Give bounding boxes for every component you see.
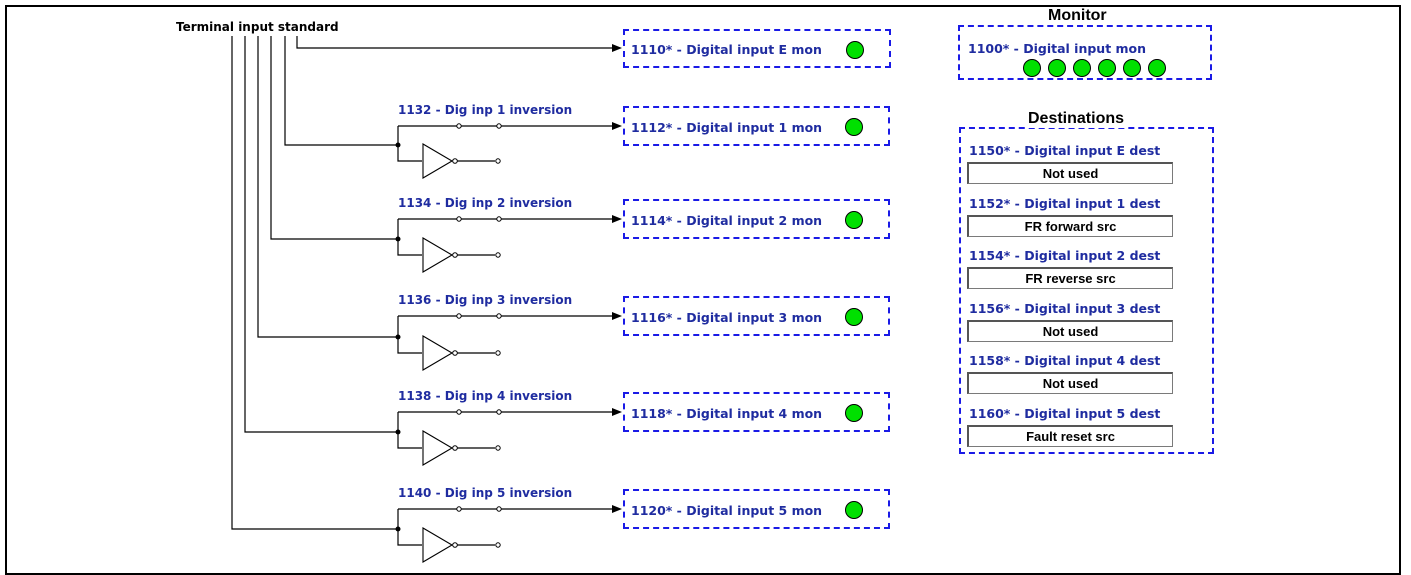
switch-contact-b-3 [496,313,502,319]
not-bubble-5 [452,542,458,548]
switch-contact-b-5 [496,506,502,512]
branch-wire-2 [397,219,422,256]
destinations-heading: Destinations [1025,110,1128,128]
arrow-1 [612,122,622,130]
not-output-contact-5 [495,542,501,548]
switch-contact-b-4 [496,409,502,415]
destination-label: 1152* - Digital input 1 dest [969,195,1161,211]
not-output-contact-4 [495,445,501,451]
destination-label: 1150* - Digital input E dest [969,143,1161,158]
junction-dot-4 [395,429,401,435]
input-2-mon-box[interactable]: 1114* - Digital input 2 mon [623,199,890,239]
not-gate-2 [422,237,454,273]
input-5-mon-box[interactable]: 1120* - Digital input 5 mon [623,489,890,529]
not-bubble-1 [452,158,458,164]
input-1-mon-box[interactable]: 1112* - Digital input 1 mon [623,106,890,146]
arrow-4 [612,408,622,416]
junction-dot-5 [395,526,401,532]
arrow-3 [612,312,622,320]
junction-dot-2 [395,236,401,242]
destination-label: 1154* - Digital input 2 dest [969,248,1161,263]
inversion-label-5: 1140 - Dig inp 5 inversion [398,486,573,500]
junction-dot-1 [395,142,401,148]
monitor-led-5 [1148,59,1166,77]
not-output-contact-3 [495,350,501,356]
inversion-label-2: 1134 - Dig inp 2 inversion [398,196,573,210]
monitor-box-label: 1100* - Digital input mon [968,41,1147,56]
destination-value-field[interactable]: Not used [967,162,1173,184]
destination-value-field[interactable]: Fault reset src [967,424,1173,447]
input-1-mon-label: 1112* - Digital input 1 mon [631,120,823,135]
input-5-mon-label: 1120* - Digital input 5 mon [631,503,823,518]
destination-value-field[interactable]: Not used [967,372,1173,394]
input-e-mon-label: 1110* - Digital input E mon [631,42,822,57]
not-bubble-4 [452,445,458,451]
not-output-contact-1 [495,158,501,164]
not-gate-1 [422,143,454,179]
not-bubble-2 [452,252,458,258]
monitor-heading: Monitor [1045,7,1110,25]
input-e-mon-box[interactable]: 1110* - Digital input E mon [623,29,891,68]
switch-contact-a-1 [456,123,462,129]
input-1-led [845,118,863,136]
monitor-led-1 [1048,59,1066,77]
switch-contact-b-2 [496,216,502,222]
monitor-led-e [1023,59,1041,77]
monitor-led-4 [1123,59,1141,77]
monitor-led-2 [1073,59,1091,77]
not-gate-3 [422,335,454,371]
switch-contact-a-2 [456,216,462,222]
arrow-5 [612,505,622,513]
switch-contact-a-5 [456,506,462,512]
branch-wire-1 [397,126,422,162]
not-gate-5 [422,527,454,563]
monitor-led-3 [1098,59,1116,77]
destination-label: 1158* - Digital input 4 dest [969,353,1161,368]
input-3-led [845,308,863,326]
arrow-2 [612,215,622,223]
input-3-mon-label: 1116* - Digital input 3 mon [631,310,823,325]
input-2-led [845,211,863,229]
destination-value-field[interactable]: Not used [967,319,1173,342]
destination-value-field[interactable]: FR forward src [967,214,1173,237]
destination-label: 1160* - Digital input 5 dest [969,405,1161,421]
junction-dot-3 [395,334,401,340]
source-label: Terminal input standard [176,20,339,34]
destination-label: 1156* - Digital input 3 dest [969,300,1161,316]
branch-wire-4 [397,412,422,449]
destination-value-field[interactable]: FR reverse src [967,267,1173,289]
not-gate-4 [422,430,454,466]
inversion-label-1: 1132 - Dig inp 1 inversion [398,103,573,117]
not-output-contact-2 [495,252,501,258]
switch-contact-a-3 [456,313,462,319]
switch-contact-a-4 [456,409,462,415]
monitor-box[interactable]: 1100* - Digital input mon [958,25,1212,80]
inversion-label-4: 1138 - Dig inp 4 inversion [398,389,573,403]
input-2-mon-label: 1114* - Digital input 2 mon [631,213,823,228]
input-5-led [845,501,863,519]
not-bubble-3 [452,350,458,356]
arrow-e [612,44,622,52]
inversion-label-3: 1136 - Dig inp 3 inversion [398,293,573,307]
input-4-mon-box[interactable]: 1118* - Digital input 4 mon [623,392,890,432]
input-4-mon-label: 1118* - Digital input 4 mon [631,406,823,421]
switch-contact-b-1 [496,123,502,129]
input-3-mon-box[interactable]: 1116* - Digital input 3 mon [623,296,890,336]
branch-wire-3 [397,316,422,354]
input-4-led [845,404,863,422]
branch-wire-5 [397,509,422,546]
input-e-led [846,41,864,59]
